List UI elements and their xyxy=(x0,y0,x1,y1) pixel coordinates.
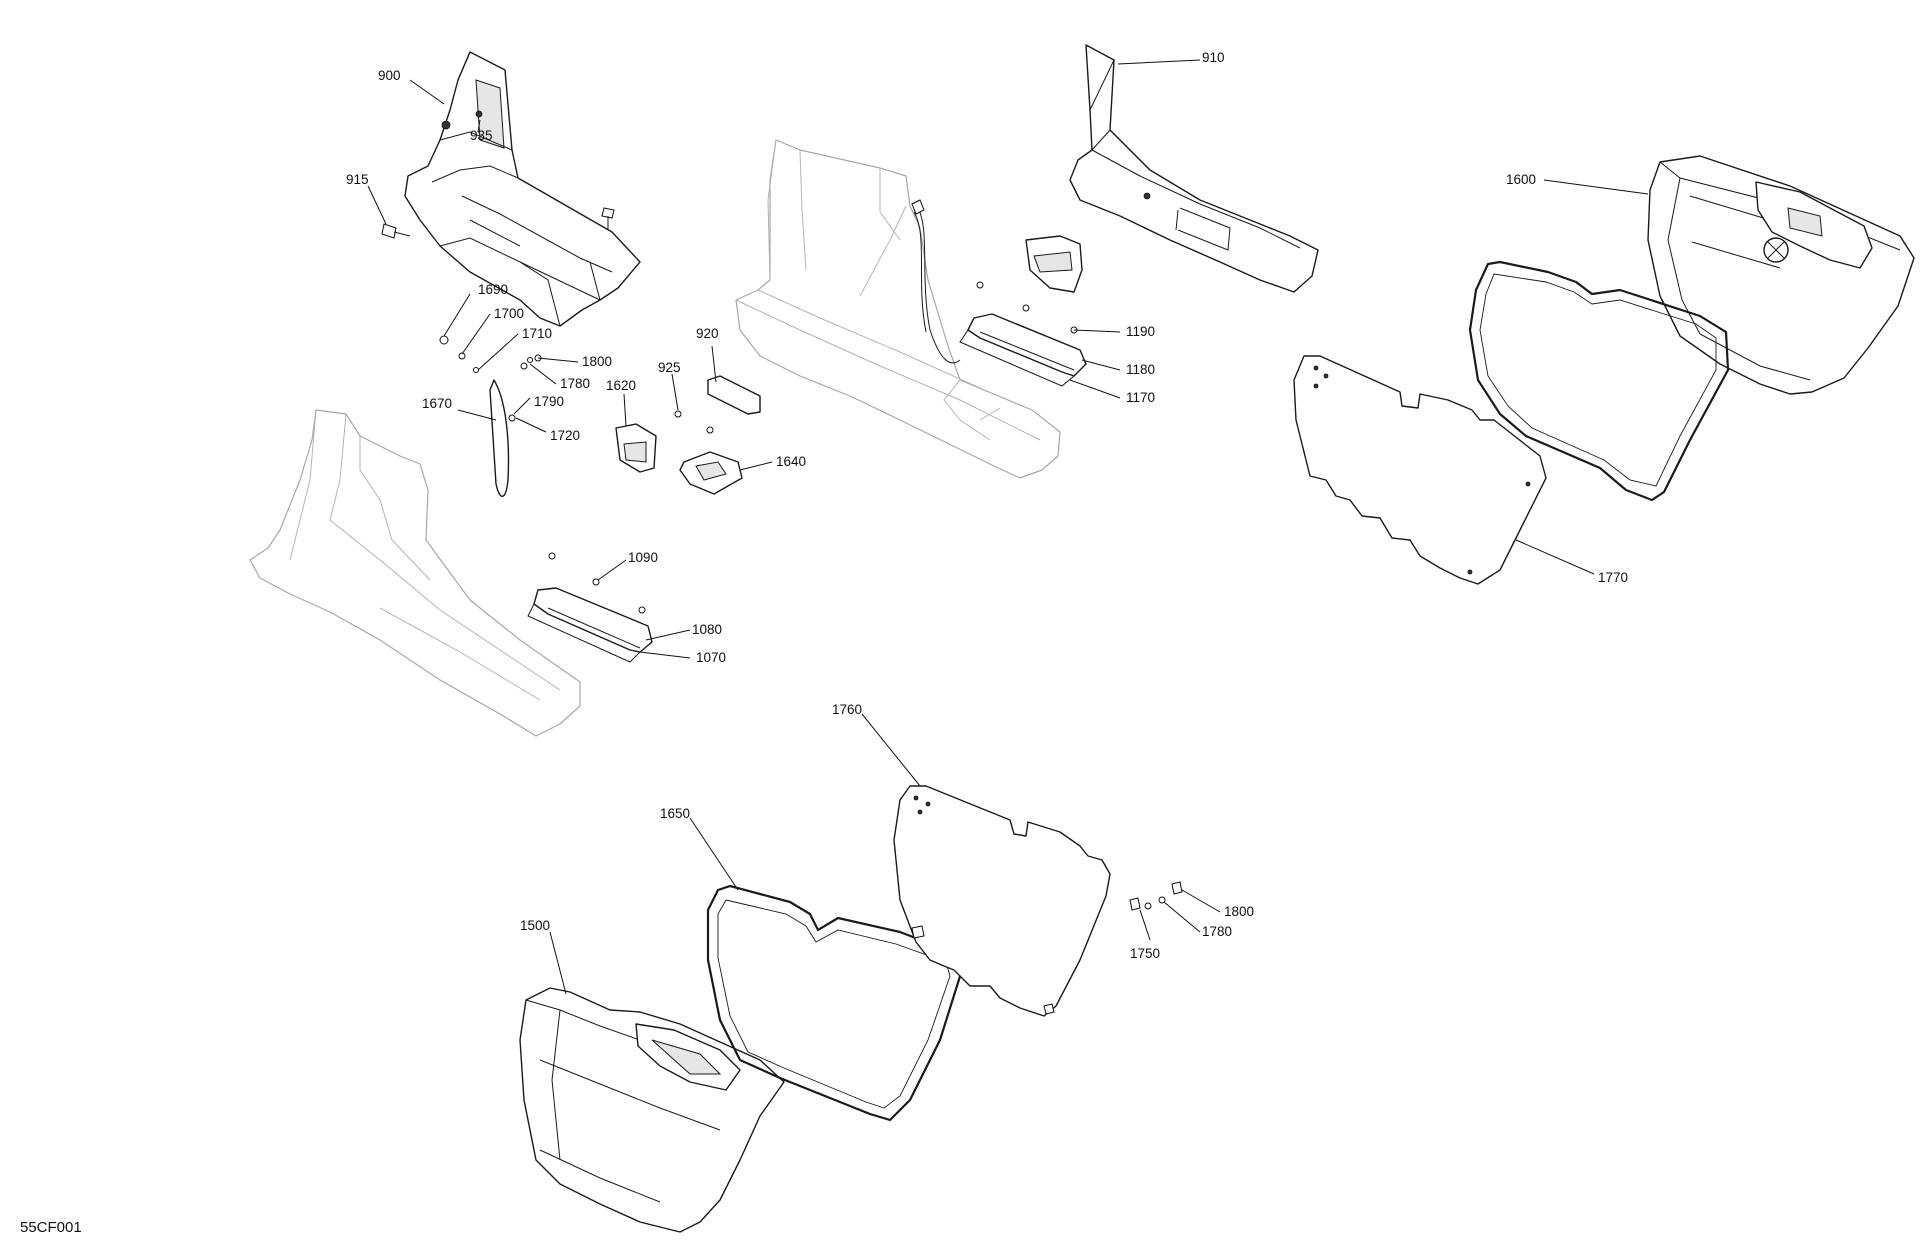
callout-1600: 1600 xyxy=(1506,172,1536,187)
callout-1180: 1180 xyxy=(1126,362,1155,377)
part-900-front-pillar-panel xyxy=(404,51,641,327)
frame-center-ghost xyxy=(735,139,1061,479)
callout-1650: 1650 xyxy=(660,806,690,821)
callout-1620: 1620 xyxy=(606,378,636,393)
part-1760-door-liner-sheet xyxy=(893,785,1111,1017)
callout-1700: 1700 xyxy=(494,306,524,321)
callout-1790: 1790 xyxy=(534,394,564,409)
callout-1090: 1090 xyxy=(628,550,658,565)
leader-lines xyxy=(367,59,1649,995)
part-1750-1800-hardware xyxy=(1129,881,1183,911)
part-1070-sill-strip xyxy=(527,587,653,663)
frame-left-ghost xyxy=(249,409,581,737)
callout-900: 900 xyxy=(378,68,401,83)
part-1640-handle xyxy=(679,426,743,495)
callout-1720: 1720 xyxy=(550,428,580,443)
callout-1070: 1070 xyxy=(696,650,726,665)
callout-1780-lower: 1780 xyxy=(1202,924,1232,939)
callout-1670: 1670 xyxy=(422,396,452,411)
part-1770-door-liner-sheet xyxy=(1293,355,1547,585)
part-1600-rear-door-panel xyxy=(1647,155,1915,395)
part-door-strap-cable xyxy=(911,199,961,364)
callout-925: 925 xyxy=(658,360,681,375)
callout-1190: 1190 xyxy=(1126,324,1155,339)
part-920-handle-bar xyxy=(707,375,761,415)
part-1500-front-door-panel xyxy=(519,987,785,1233)
part-915-screw xyxy=(381,223,411,239)
part-1770-door-seal xyxy=(1468,260,1730,502)
part-900-screw xyxy=(601,207,615,230)
callout-1800-lower: 1800 xyxy=(1224,904,1254,919)
callout-1080: 1080 xyxy=(692,622,722,637)
callout-1690: 1690 xyxy=(478,282,508,297)
callout-1710: 1710 xyxy=(522,326,552,341)
callout-1770: 1770 xyxy=(1598,570,1628,585)
part-1090-screws xyxy=(548,552,646,614)
part-925-clip xyxy=(674,410,682,418)
callout-915: 915 xyxy=(346,172,369,187)
callout-1640: 1640 xyxy=(776,454,806,469)
part-1650-door-seal xyxy=(706,884,964,1122)
callout-935: 935 xyxy=(470,128,493,143)
callout-1760: 1760 xyxy=(832,702,862,717)
part-1620-latch xyxy=(615,423,657,473)
diagram-code: 55CF001 xyxy=(20,1219,82,1236)
callout-1500: 1500 xyxy=(520,918,550,933)
callout-1800-upper: 1800 xyxy=(582,354,612,369)
callout-910: 910 xyxy=(1202,50,1225,65)
part-910-front-pillar-panel xyxy=(1069,44,1319,293)
callout-1170: 1170 xyxy=(1126,390,1155,405)
callout-labels: 900 935 915 910 1600 1690 1700 1710 1800… xyxy=(346,50,1628,961)
callout-1750: 1750 xyxy=(1130,946,1160,961)
callout-1780-upper: 1780 xyxy=(560,376,590,391)
part-latch-bracket xyxy=(1025,235,1083,293)
callout-920: 920 xyxy=(696,326,719,341)
part-1670-door-strap xyxy=(489,379,510,497)
part-1170-sill-strip xyxy=(959,313,1087,387)
